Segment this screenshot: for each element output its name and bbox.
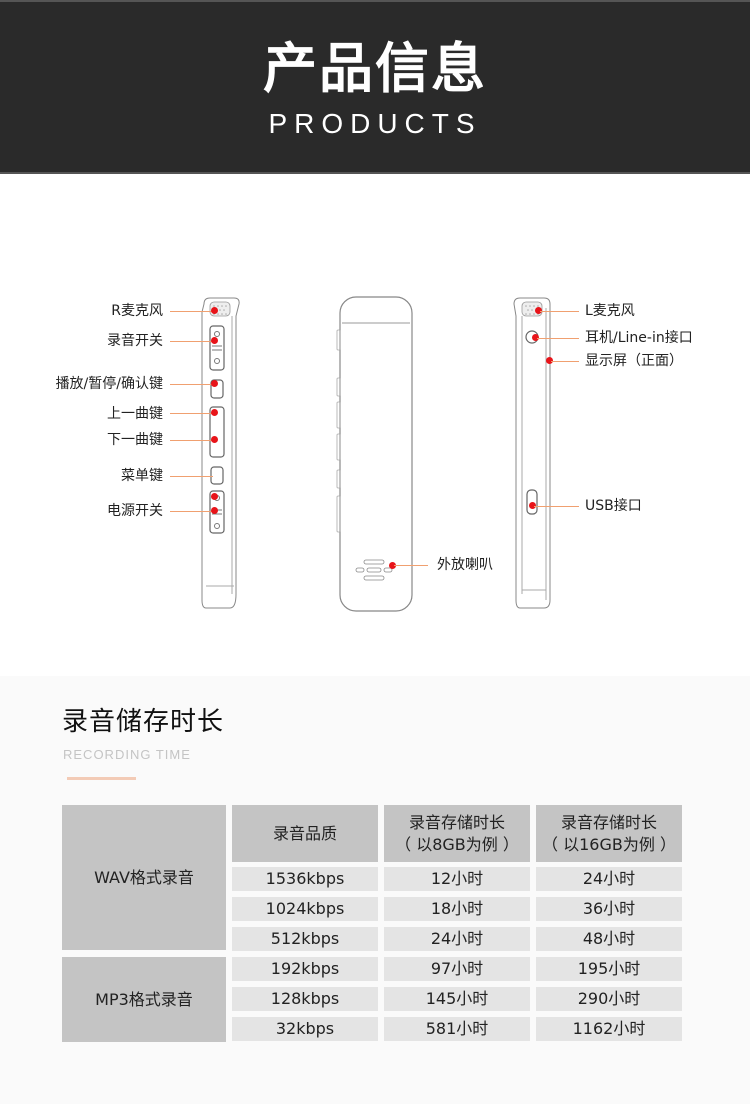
leader-line xyxy=(534,506,579,507)
marker-dot xyxy=(211,507,218,514)
marker-dot xyxy=(211,493,218,500)
label-play-pause-confirm: 播放/暂停/确认键 xyxy=(55,376,163,392)
table-cell: 1024kbps xyxy=(232,897,378,921)
leader-line xyxy=(394,565,428,566)
leader-line xyxy=(551,361,579,362)
table-cell: 24小时 xyxy=(384,927,530,951)
leader-line xyxy=(170,511,217,512)
marker-dot xyxy=(211,380,218,387)
marker-dot xyxy=(529,502,536,509)
header-quality: 录音品质 xyxy=(232,805,378,862)
table-cell: 128kbps xyxy=(232,987,378,1011)
table-cell: 145小时 xyxy=(384,987,530,1011)
label-external-speaker: 外放喇叭 xyxy=(437,557,493,573)
table-cell: 290小时 xyxy=(536,987,682,1011)
table-cell: 195小时 xyxy=(536,957,682,981)
table-cell: 36小时 xyxy=(536,897,682,921)
leader-line xyxy=(540,311,579,312)
label-power-switch: 电源开关 xyxy=(107,503,163,519)
table-cell: 1536kbps xyxy=(232,867,378,891)
marker-dot xyxy=(211,307,218,314)
device-right-side-illustration xyxy=(513,297,551,609)
table-cell: 581小时 xyxy=(384,1017,530,1041)
leader-line xyxy=(170,384,217,385)
label-record-switch: 录音开关 xyxy=(107,333,163,349)
section-underline xyxy=(67,777,136,780)
section-subtitle: RECORDING TIME xyxy=(63,747,191,762)
leader-line xyxy=(170,413,217,414)
table-cell: 48小时 xyxy=(536,927,682,951)
marker-dot xyxy=(532,334,539,341)
table-cell: 97小时 xyxy=(384,957,530,981)
device-left-side-illustration xyxy=(201,297,240,609)
label-previous-track: 上一曲键 xyxy=(107,406,163,422)
label-usb-port: USB接口 xyxy=(585,498,642,514)
label-headphone-line-in: 耳机/Line-in接口 xyxy=(585,330,693,346)
marker-dot xyxy=(389,562,396,569)
leader-line xyxy=(537,338,579,339)
marker-dot xyxy=(535,307,542,314)
device-back-illustration xyxy=(336,296,413,612)
label-next-track: 下一曲键 xyxy=(107,432,163,448)
table-cell: 192kbps xyxy=(232,957,378,981)
format-wav: WAV格式录音 xyxy=(62,805,226,950)
leader-line xyxy=(170,440,217,441)
header-16gb: 录音存储时长 （ 以16GB为例 ） xyxy=(536,805,682,862)
leader-line xyxy=(170,341,217,342)
label-display-front: 显示屏（正面） xyxy=(585,353,683,369)
leader-line xyxy=(170,311,217,312)
page-subtitle: PRODUCTS xyxy=(268,108,482,139)
leader-line xyxy=(170,476,213,477)
recording-time-section: 录音储存时长 RECORDING TIME WAV格式录音 MP3格式录音 录音… xyxy=(0,676,750,1104)
marker-dot xyxy=(211,409,218,416)
table-cell: 12小时 xyxy=(384,867,530,891)
product-diagram: R麦克风 录音开关 播放/暂停/确认键 上一曲键 下一曲键 菜单键 电源开关 xyxy=(0,176,750,676)
label-r-microphone: R麦克风 xyxy=(111,303,163,319)
label-menu-key: 菜单键 xyxy=(121,468,163,484)
format-mp3: MP3格式录音 xyxy=(62,957,226,1042)
table-cell: 512kbps xyxy=(232,927,378,951)
label-l-microphone: L麦克风 xyxy=(585,303,635,319)
marker-dot xyxy=(211,436,218,443)
page-title: 产品信息 xyxy=(263,37,487,100)
table-cell: 1162小时 xyxy=(536,1017,682,1041)
table-cell: 18小时 xyxy=(384,897,530,921)
marker-dot xyxy=(546,357,553,364)
table-cell: 32kbps xyxy=(232,1017,378,1041)
marker-dot xyxy=(211,337,218,344)
page-header: 产品信息 PRODUCTS xyxy=(0,0,750,174)
section-title: 录音储存时长 xyxy=(62,707,225,737)
table-cell: 24小时 xyxy=(536,867,682,891)
header-8gb: 录音存储时长 （ 以8GB为例 ） xyxy=(384,805,530,862)
